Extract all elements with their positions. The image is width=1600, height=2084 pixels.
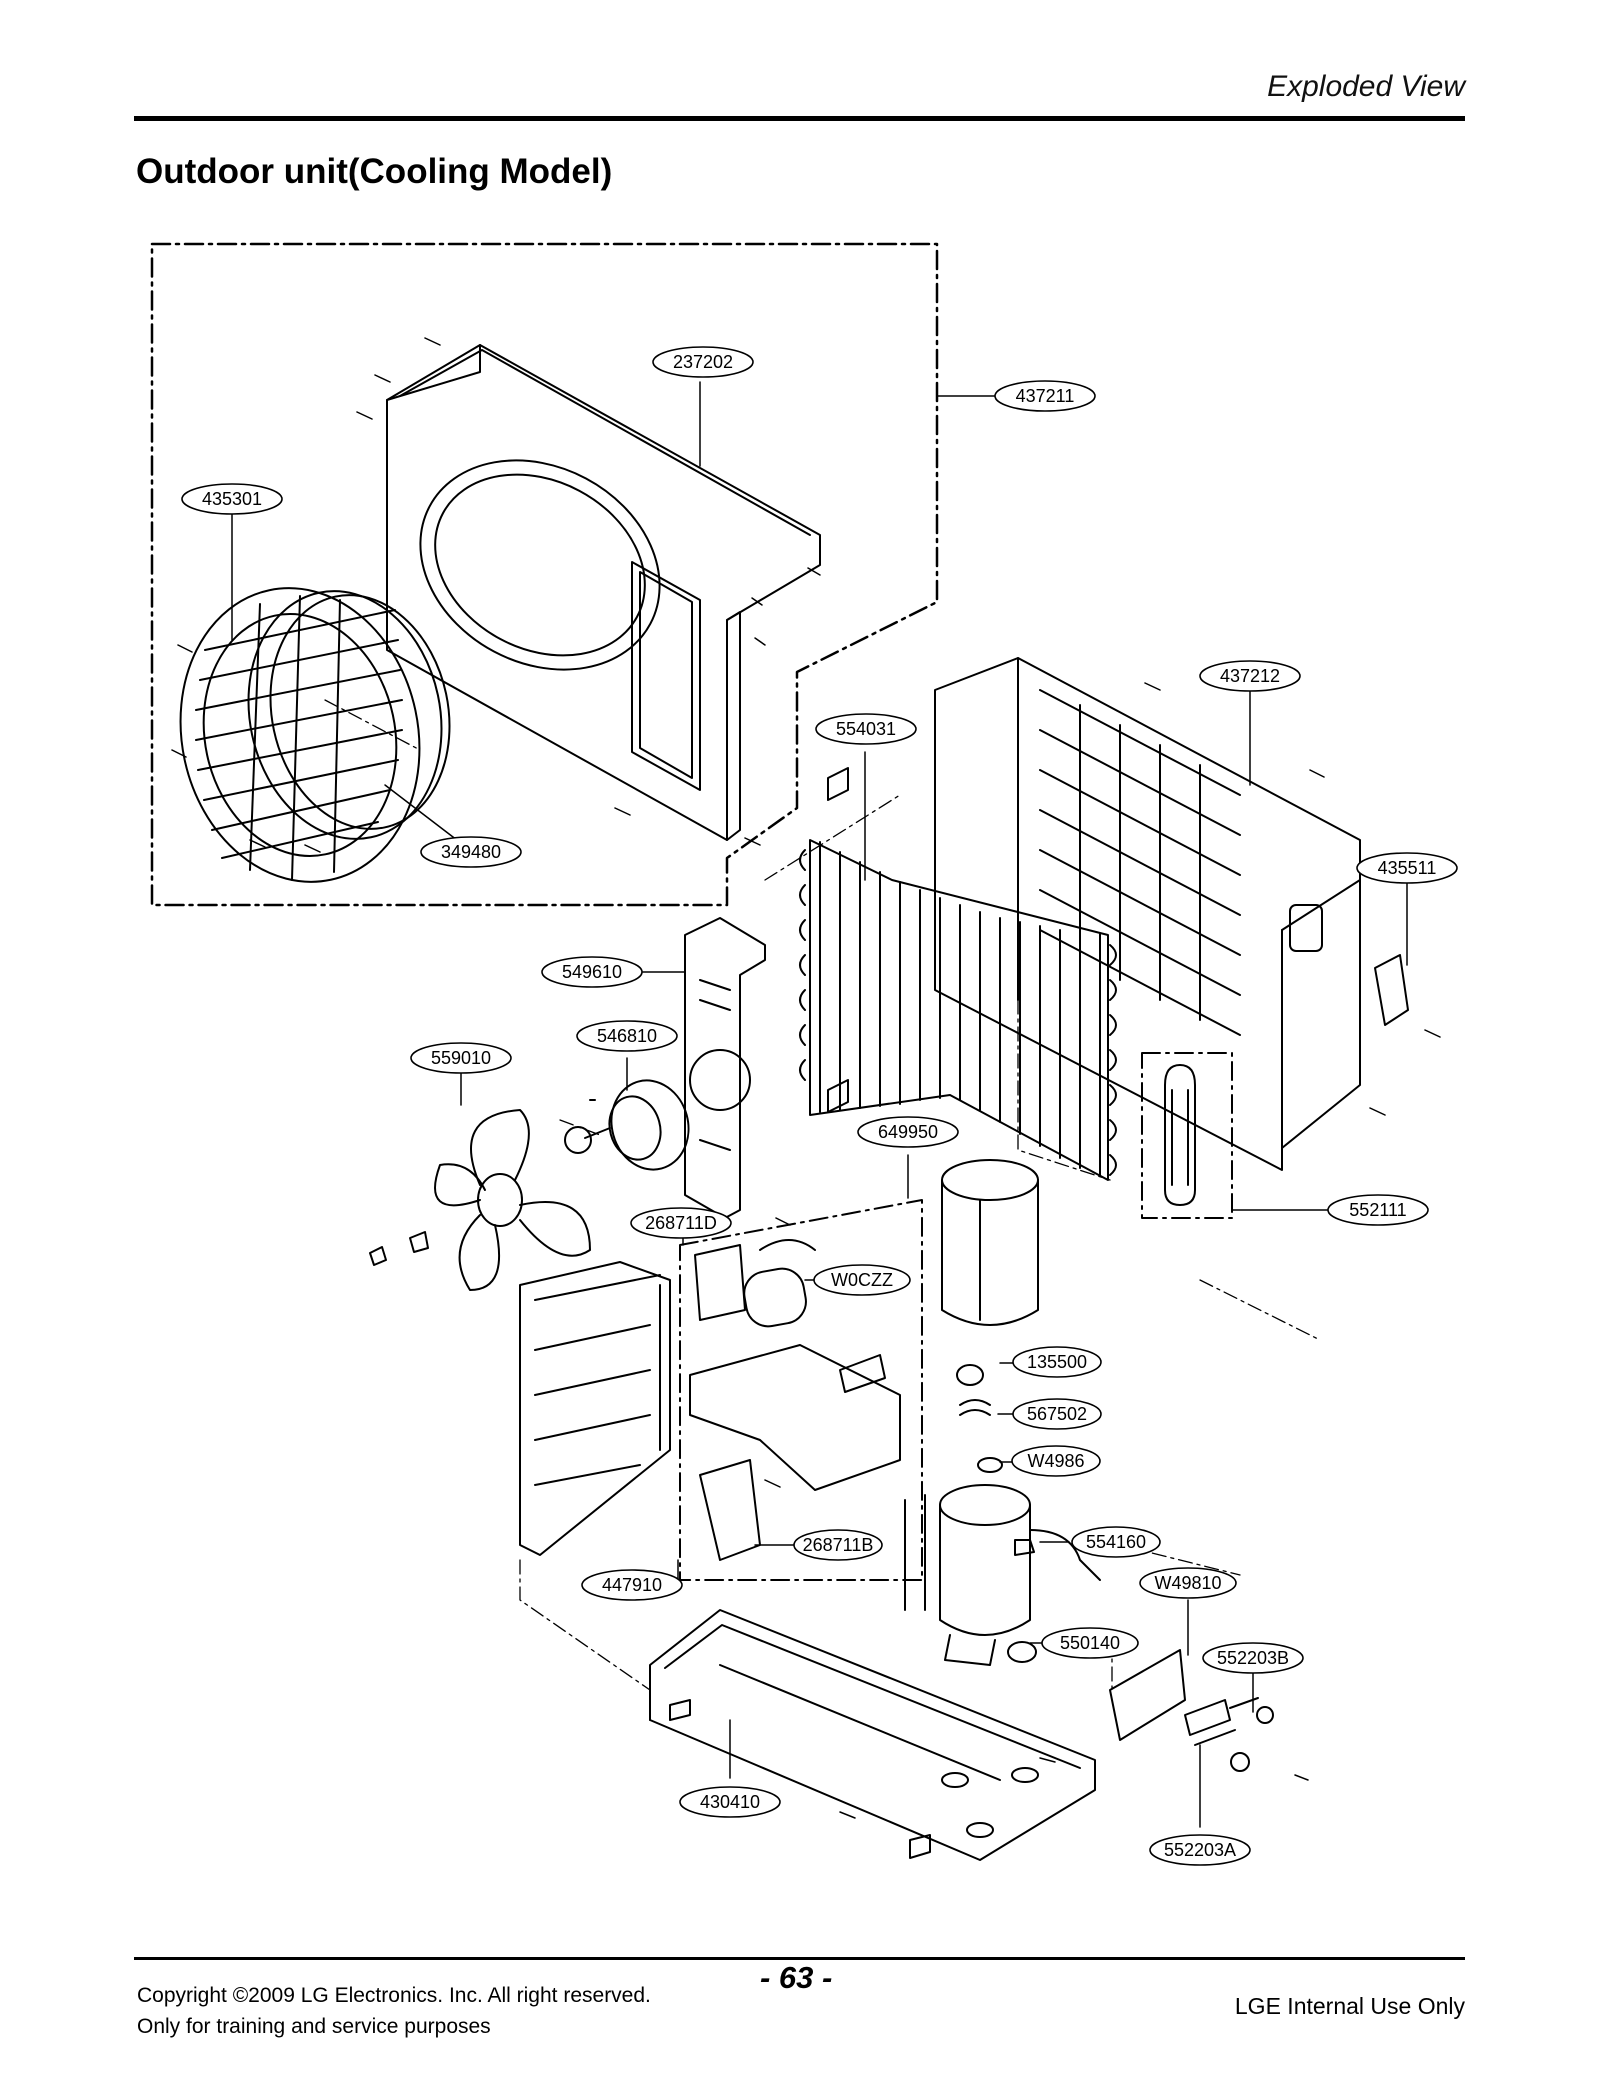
- washer: [977, 1457, 1003, 1473]
- callout-549610: [541, 956, 643, 988]
- capacitor: [743, 1267, 807, 1328]
- callout-135500: [1012, 1346, 1102, 1378]
- callout-554160: [1071, 1526, 1161, 1558]
- base-pan: [649, 1609, 1096, 1861]
- part-label: W4986: [1027, 1451, 1084, 1471]
- terminal-block: [839, 1354, 886, 1393]
- callout-437211: [994, 380, 1096, 412]
- header-rule: [134, 116, 1465, 121]
- callout-349480: [420, 836, 522, 868]
- callout-559010: [410, 1042, 512, 1074]
- control-box-boundary: [679, 1199, 923, 1581]
- pcb-board: [694, 1244, 746, 1321]
- callout-552111: [1327, 1194, 1429, 1226]
- front-group-boundary: [150, 242, 939, 907]
- usage-note: Only for training and service purposes: [137, 2015, 491, 2038]
- callout-268711B: [793, 1529, 883, 1561]
- part-label: 549610: [562, 962, 622, 982]
- condenser-coil: [799, 767, 1117, 1181]
- part-label: 437212: [1220, 666, 1280, 686]
- compressor-mount-rubber: [1007, 1641, 1037, 1663]
- part-label: 268711D: [645, 1213, 717, 1233]
- callout-552203B: [1202, 1642, 1304, 1674]
- part-label: 552203A: [1164, 1840, 1236, 1860]
- page-number: - 63 -: [760, 1960, 833, 1995]
- part-label: 237202: [673, 352, 733, 372]
- part-label: 349480: [441, 842, 501, 862]
- callout-430410: [679, 1786, 781, 1818]
- part-labels: 237202 437211 435301 349480 437212 55403…: [202, 352, 1436, 1860]
- callout-649950: [857, 1116, 959, 1148]
- part-label: W49810: [1154, 1573, 1221, 1593]
- part-label: 430410: [700, 1792, 760, 1812]
- part-label: 437211: [1016, 386, 1075, 406]
- part-callouts: [181, 346, 1458, 1866]
- part-label: 135500: [1027, 1352, 1087, 1372]
- footer-rule: [134, 1957, 1465, 1960]
- callout-552203A: [1149, 1834, 1251, 1866]
- callout-567502: [1012, 1398, 1102, 1430]
- part-label: W0CZZ: [831, 1270, 893, 1290]
- callout-554031: [815, 713, 917, 745]
- fan-grille: [179, 587, 421, 883]
- callout-W0CZZ: [813, 1264, 911, 1296]
- part-label: 435301: [202, 489, 262, 509]
- callout-237202: [652, 346, 754, 378]
- callout-435301: [181, 483, 283, 515]
- control-box-cover: [519, 1261, 671, 1556]
- part-label: 552203B: [1217, 1648, 1289, 1668]
- assembly-lines: [324, 699, 1321, 1691]
- control-plate: [689, 1344, 901, 1491]
- spring-washer: [959, 1399, 991, 1416]
- tube-detail-box: [1141, 1052, 1233, 1219]
- section-label: Exploded View: [1267, 70, 1465, 103]
- motor-bracket: [684, 917, 766, 1219]
- callout-546810: [576, 1020, 678, 1052]
- callout-447910: [581, 1569, 683, 1601]
- screws: [171, 337, 1441, 1819]
- fan-motor: [584, 1079, 690, 1171]
- front-cabinet-panel: [386, 344, 821, 841]
- capacitor-clamp: [759, 1239, 816, 1251]
- rubber-grommet: [956, 1364, 984, 1386]
- part-label: 649950: [878, 1122, 938, 1142]
- part-label: 567502: [1027, 1404, 1087, 1424]
- lower-pcb: [699, 1459, 761, 1561]
- callout-W49810: [1139, 1567, 1237, 1599]
- part-label: 559010: [431, 1048, 491, 1068]
- part-label: 546810: [597, 1026, 657, 1046]
- part-label: 268711B: [803, 1535, 874, 1555]
- internal-note: LGE Internal Use Only: [1234, 1993, 1465, 2019]
- callout-268711D: [630, 1207, 732, 1239]
- propeller-fan: [369, 1109, 592, 1291]
- service-valves: [1184, 1697, 1274, 1772]
- part-label: 552111: [1349, 1200, 1406, 1220]
- callout-437212: [1199, 660, 1301, 692]
- callout-550140: [1041, 1627, 1139, 1659]
- compressor: [904, 1484, 1101, 1666]
- part-label: 447910: [602, 1575, 662, 1595]
- copyright-text: Copyright ©2009 LG Electronics. Inc. All…: [137, 1984, 651, 2007]
- valve-plate: [1109, 1649, 1186, 1741]
- compressor-nut: [1014, 1539, 1035, 1556]
- orifice-ring: [247, 590, 451, 840]
- footer-left: Copyright ©2009 LG Electronics. Inc. All…: [137, 1980, 651, 2042]
- callout-435511: [1356, 852, 1458, 884]
- rear-grille-panel: [934, 657, 1409, 1171]
- page-title: Outdoor unit(Cooling Model): [136, 152, 613, 191]
- part-label: 554031: [836, 719, 896, 739]
- compressor-sound-cover: [941, 1159, 1039, 1326]
- callout-W4986: [1011, 1445, 1101, 1477]
- part-label: 550140: [1060, 1633, 1120, 1653]
- part-label: 554160: [1086, 1532, 1146, 1552]
- part-label: 435511: [1378, 858, 1437, 878]
